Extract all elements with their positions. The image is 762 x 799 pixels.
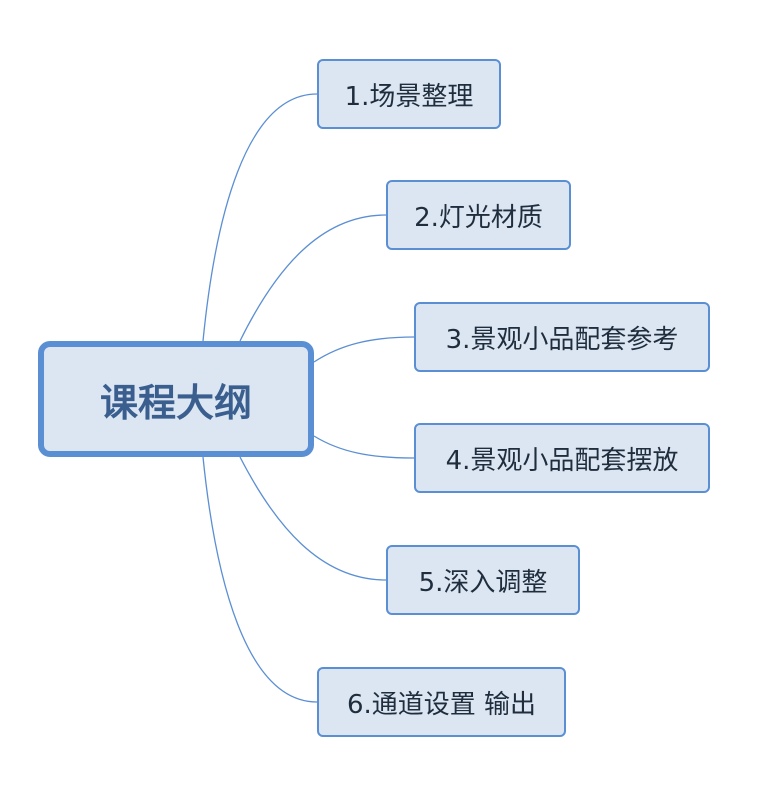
topic-label: 4.景观小品配套摆放 — [445, 445, 679, 476]
topic-label: 1.场景整理 — [344, 81, 474, 112]
topic-label: 2.灯光材质 — [414, 202, 543, 233]
topic-scene-organize[interactable]: 1.场景整理 — [317, 59, 501, 129]
connector-1 — [202, 93, 318, 342]
topic-label: 5.深入调整 — [418, 567, 548, 598]
topic-lighting-materials[interactable]: 2.灯光材质 — [386, 180, 571, 250]
connector-3 — [313, 336, 415, 363]
topic-landscape-placement[interactable]: 4.景观小品配套摆放 — [414, 423, 710, 493]
root-topic-label: 课程大纲 — [99, 380, 252, 425]
connector-2 — [239, 214, 387, 342]
topic-label: 3.景观小品配套参考 — [445, 324, 679, 355]
topic-landscape-reference[interactable]: 3.景观小品配套参考 — [414, 302, 710, 372]
topic-channel-output[interactable]: 6.通道设置 输出 — [317, 667, 566, 737]
topic-refinement[interactable]: 5.深入调整 — [386, 545, 580, 615]
connector-5 — [239, 456, 387, 581]
root-topic[interactable]: 课程大纲 — [38, 341, 314, 457]
connector-6 — [202, 456, 318, 703]
connector-4 — [313, 435, 415, 459]
topic-label: 6.通道设置 输出 — [346, 689, 537, 720]
